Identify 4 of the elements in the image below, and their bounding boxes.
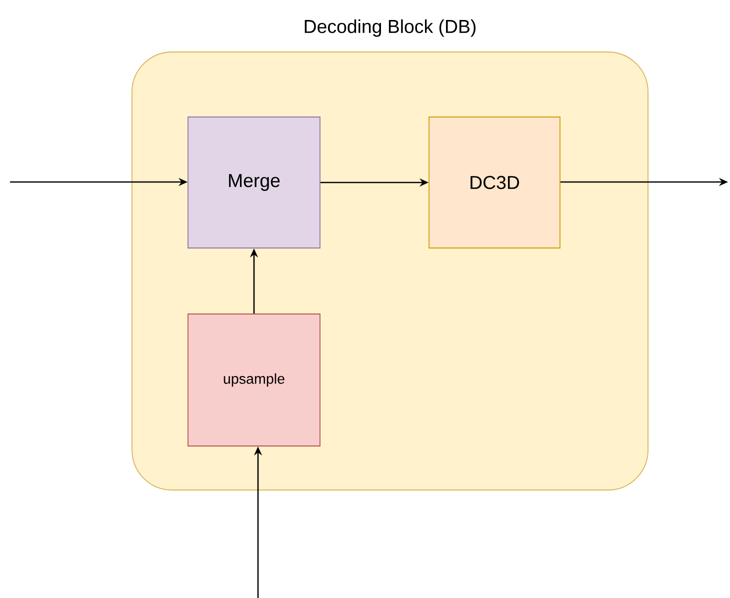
node-label: Decoding Block (DB) xyxy=(304,19,476,37)
process-box: Merge xyxy=(188,116,320,248)
process-box: DC3D xyxy=(428,116,560,248)
process-box: upsample xyxy=(188,314,320,446)
